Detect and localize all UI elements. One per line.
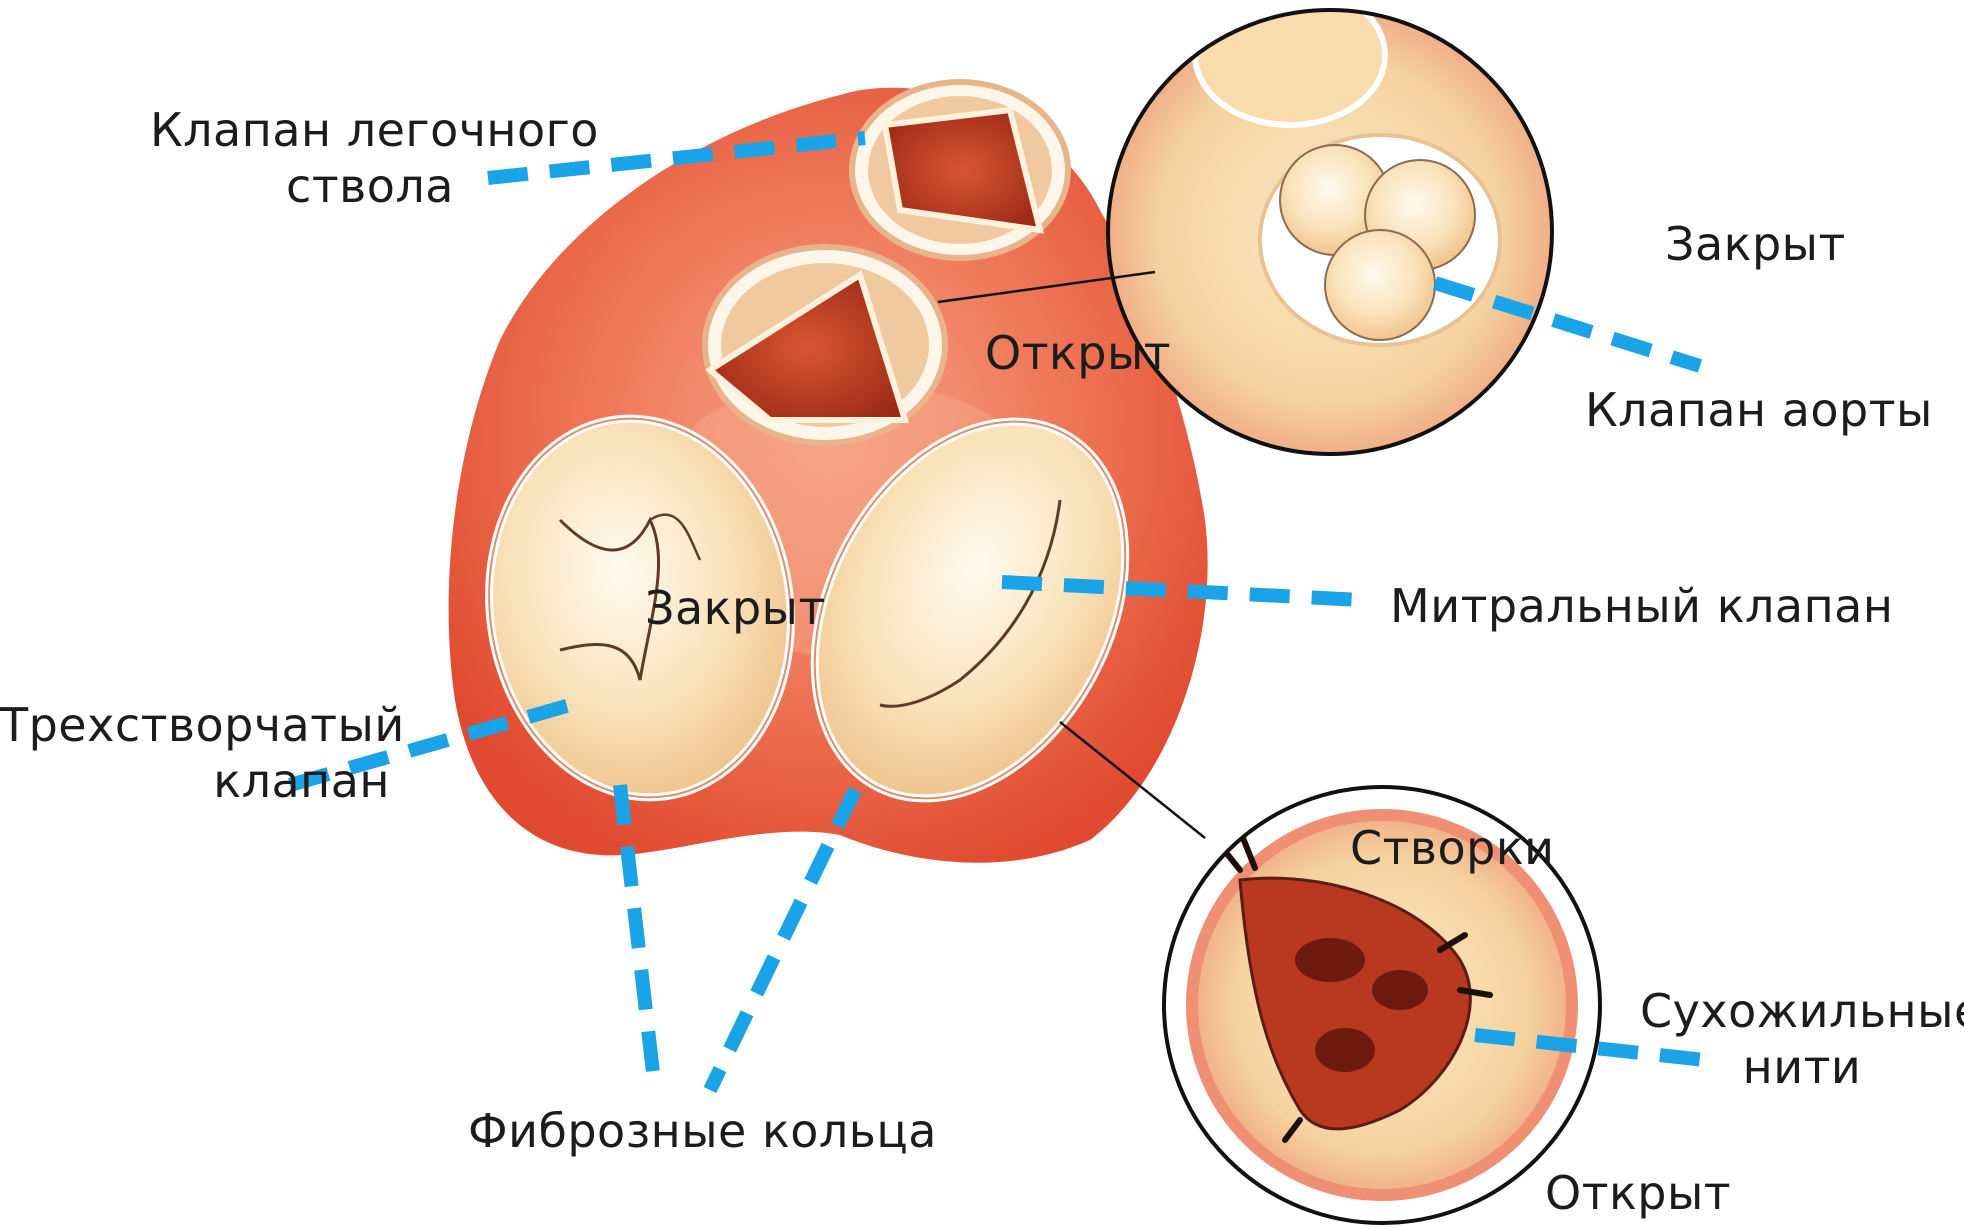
chordae-label: Сухожильные нити <box>1640 983 1964 1095</box>
tricuspid-valve-label-line2: клапан <box>0 753 390 809</box>
cusps-label: Створки <box>1350 820 1555 876</box>
open-label-bottom: Открыт <box>1545 1165 1731 1221</box>
pulmonary-valve-label-line1: Клапан легочного <box>150 102 590 158</box>
pulmonary-valve <box>852 82 1068 258</box>
tricuspid-valve-label-line1: Трехстворчатый <box>0 697 390 753</box>
chordae-label-line1: Сухожильные <box>1640 983 1964 1039</box>
mitral-valve-label: Митральный клапан <box>1390 578 1893 634</box>
closed-label-inset: Закрыт <box>1665 216 1846 272</box>
aortic-valve-inset <box>1108 0 1552 454</box>
pulmonary-valve-label-line2: ствола <box>150 158 590 214</box>
fibrous-rings-label: Фиброзные кольца <box>468 1103 937 1159</box>
open-label-top: Открыт <box>985 325 1171 381</box>
closed-label-center: Закрыт <box>645 580 826 636</box>
aortic-valve-label: Клапан аорты <box>1585 382 1933 438</box>
tricuspid-valve-label: Трехстворчатый клапан <box>0 697 390 809</box>
aortic-valve-open <box>705 247 945 443</box>
chordae-label-line2: нити <box>1640 1039 1964 1095</box>
pulmonary-valve-label: Клапан легочного ствола <box>150 102 590 214</box>
